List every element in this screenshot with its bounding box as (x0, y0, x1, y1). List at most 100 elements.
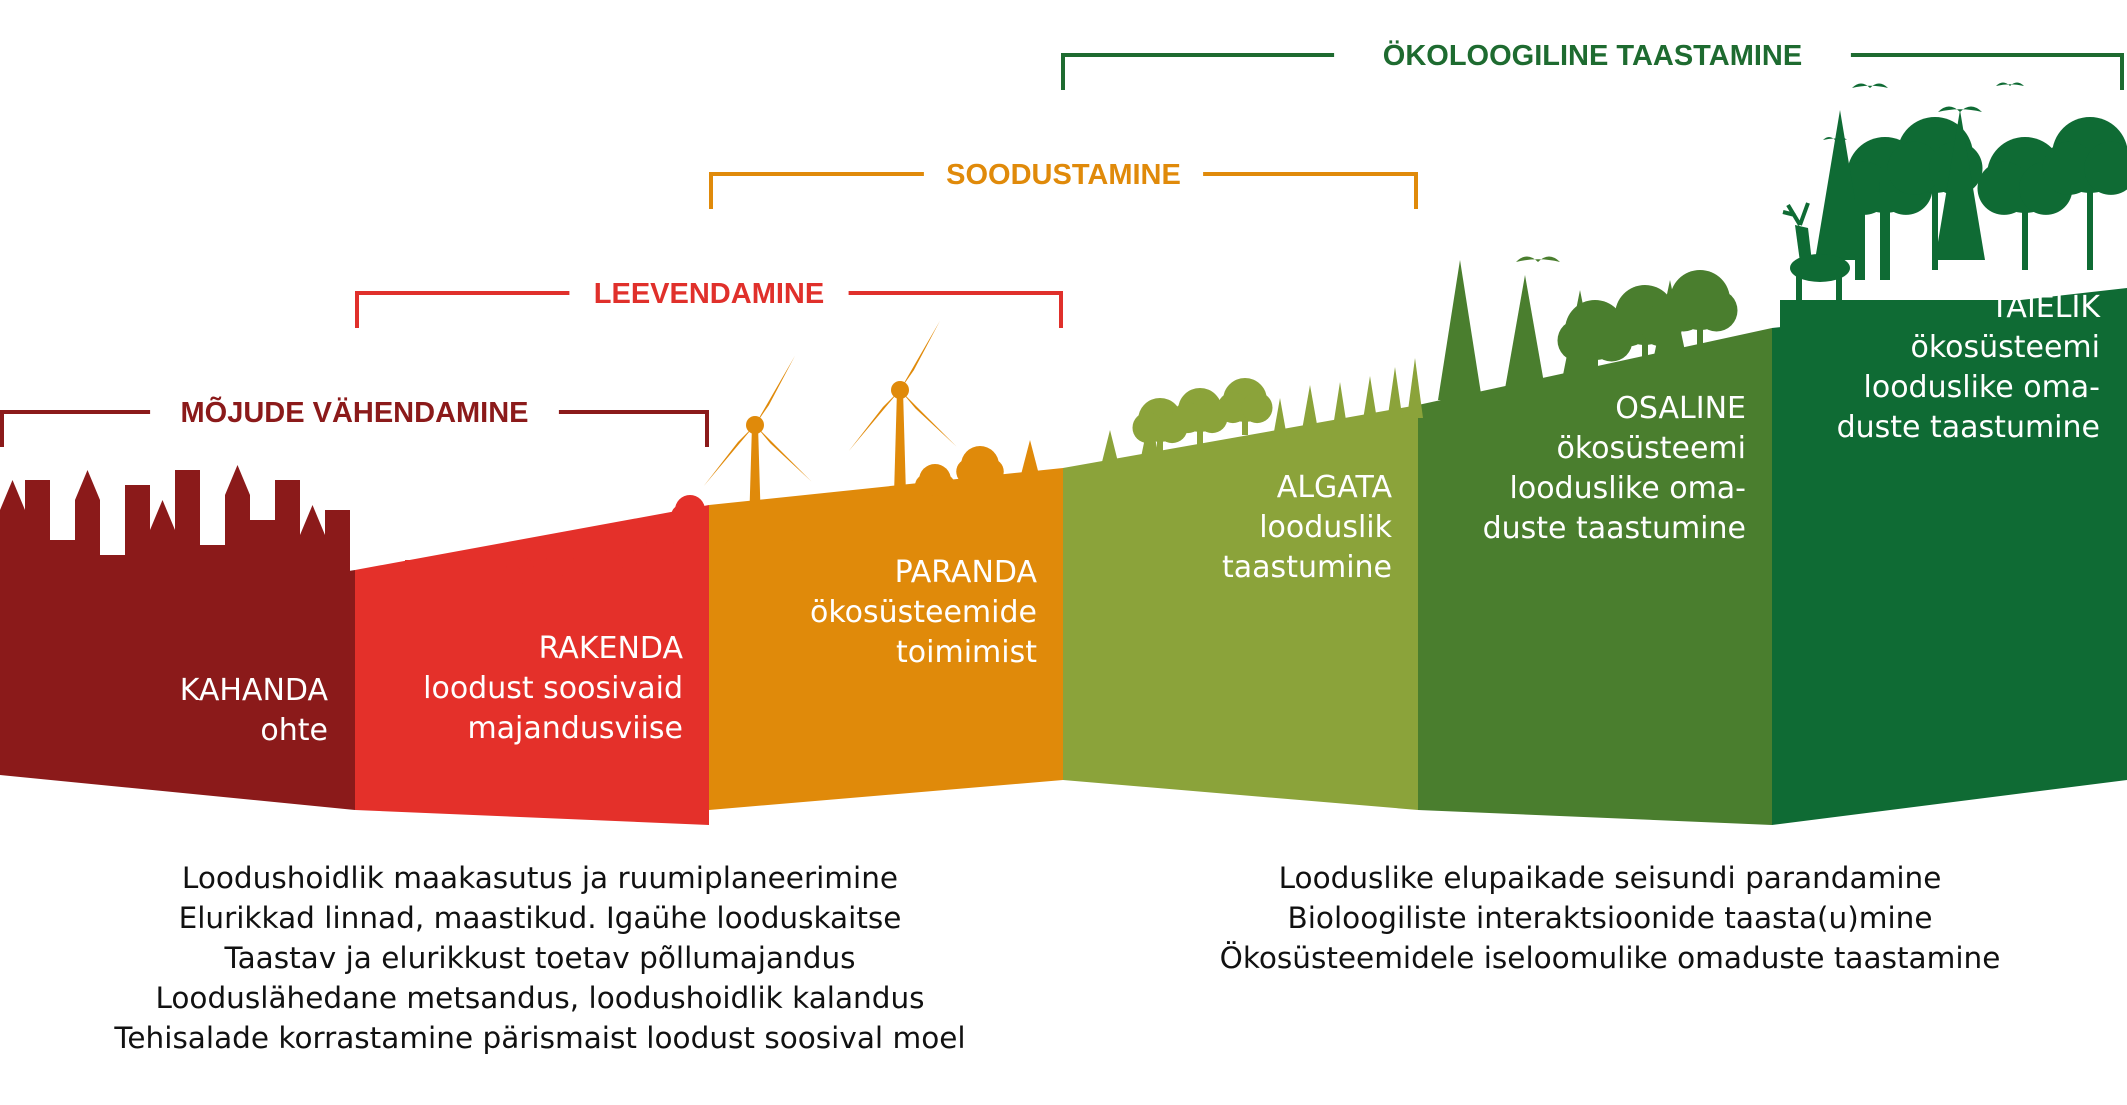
wind-turbine-icon (848, 320, 957, 530)
stage-label-line: ökosüsteemi (1910, 330, 2100, 365)
tree-icon (915, 464, 955, 505)
city-skyline-icon (0, 465, 350, 640)
pine-tree-icon (1815, 110, 1865, 260)
stage-label-line: duste taastumine (1483, 511, 1746, 546)
pine-tree-icon (1651, 280, 1689, 370)
town-skyline-icon (365, 545, 665, 630)
tree-trunk-icon (1880, 170, 1890, 280)
stage-label-line: majandusviise (467, 711, 683, 746)
stage-label-line: taastumine (1222, 550, 1392, 585)
tree-icon (642, 532, 678, 571)
footer-right-list: Looduslike elupaikade seisundi parandami… (1110, 858, 2110, 978)
bracket-label: MÕJUDE VÄHENDAMINE (180, 395, 528, 429)
deer-icon (1782, 202, 1850, 300)
strategy-brackets: MÕJUDE VÄHENDAMINE LEEVENDAMINE SOODUSTAMI… (0, 39, 2124, 447)
footer-right-item: Bioloogiliste interaktsioonide taasta(u)… (1287, 901, 1933, 935)
tree-icon (1172, 388, 1228, 445)
bracket-line-right (1850, 53, 2124, 90)
bracket-label: ÖKOLOOGILINE TAASTAMINE (1383, 39, 1802, 72)
footer-left-item: Taastav ja elurikkust toetav põllumajand… (224, 941, 856, 975)
stage-label-line: ökosüsteemi (1556, 431, 1746, 466)
bracket-label: LEEVENDAMINE (594, 278, 824, 310)
stage-panel (709, 468, 1063, 810)
pine-tree-icon (1438, 260, 1482, 400)
footer-left-item: Elurikkad linnad, maastikud. Igaühe lood… (178, 901, 902, 935)
pine-tree-icon (1503, 275, 1547, 400)
landscape-silhouettes (0, 82, 2127, 640)
house-icon (840, 520, 880, 545)
bird-icon (1996, 82, 2024, 86)
stage-panel (1418, 328, 1772, 825)
pine-tree-icon (1935, 110, 1985, 260)
stage-label-line: KAHANDA (180, 673, 329, 708)
footer-left-item: Loodushoidlik maakasutus ja ruumiplaneer… (181, 861, 899, 895)
strategy-bracket: LEEVENDAMINE (355, 278, 1063, 328)
pine-tree-icon (1407, 358, 1423, 418)
tree-trunk-icon (1855, 170, 1865, 280)
stage-label-line: RAKENDA (539, 631, 684, 666)
footer-left-list: Loodushoidlik maakasutus ja ruumiplaneer… (40, 858, 1040, 1058)
tree-icon (671, 495, 709, 540)
bird-icon (1823, 137, 1847, 140)
stage-panel (1772, 288, 2127, 825)
stage-label-line: toimimist (896, 635, 1037, 670)
bird-icon (1516, 256, 1560, 262)
footer-right-item: Looduslike elupaikade seisundi parandami… (1278, 861, 1942, 895)
footer-left-item: Looduslähedane metsandus, loodushoidlik … (155, 981, 925, 1015)
bird-icon (1852, 83, 1888, 88)
bracket-line-right (1203, 172, 1418, 209)
stage-label: KAHANDA ohte (180, 673, 329, 748)
bracket-line-left (355, 291, 570, 328)
bracket-line-left (1061, 53, 1335, 90)
stage-panels (0, 288, 2127, 825)
pine-tree-icon (1387, 367, 1403, 422)
pine-tree-icon (1270, 398, 1290, 454)
strategy-bracket: ÖKOLOOGILINE TAASTAMINE (1061, 39, 2124, 90)
wind-turbine-icon (703, 355, 812, 560)
bracket-line-left (0, 410, 151, 447)
footer-right-item: Ökosüsteemidele iseloomulike omaduste ta… (1219, 941, 2001, 975)
bird-icon (1938, 106, 1982, 112)
bracket-line-right (558, 410, 709, 447)
tree-icon (710, 509, 750, 545)
tree-icon (775, 509, 815, 545)
stage-label-line: looduslike oma- (1510, 471, 1746, 506)
stage-label-line: TÄIELIK (1989, 289, 2101, 325)
tree-icon (502, 556, 538, 595)
bracket-line-right (848, 291, 1063, 328)
footer-left-item: Tehisalade korrastamine pärismaist loodu… (114, 1021, 966, 1055)
tree-icon (1132, 398, 1188, 455)
stage-label-line: OSALINE (1615, 391, 1746, 426)
tree-icon (542, 548, 578, 587)
stage-panel (1063, 405, 1418, 810)
stage-label-line: PARANDA (895, 555, 1038, 590)
house-icon (830, 495, 890, 520)
stage-label-line: ohte (260, 713, 328, 748)
stage-label-line: ALGATA (1277, 470, 1393, 505)
stage-label: OSALINE ökosüsteemi looduslike oma-duste t… (1483, 391, 1746, 546)
pine-tree-icon (1017, 440, 1043, 490)
tree-icon (1217, 378, 1273, 435)
tree-icon (2042, 117, 2127, 270)
tree-icon (602, 540, 638, 579)
tree-icon (1977, 137, 2073, 270)
forest-ground (1780, 300, 2120, 330)
bracket-line-left (709, 172, 924, 209)
pine-tree-icon (1302, 385, 1318, 430)
pine-tree-icon (1100, 430, 1120, 470)
bracket-label: SOODUSTAMINE (946, 159, 1181, 191)
stage-label: ALGATA looduslik taastumine (1222, 470, 1393, 585)
stage-label-line: ökosüsteemide (810, 595, 1037, 630)
stage-panel (355, 505, 709, 825)
stage-label-line: duste taastumine (1837, 410, 2100, 445)
pine-tree-icon (1330, 382, 1350, 446)
stage-label-line: looduslik (1259, 510, 1392, 545)
strategy-bracket: MÕJUDE VÄHENDAMINE (0, 395, 709, 447)
stage-label: PARANDA ökosüsteemide toimimist (810, 555, 1038, 670)
tree-icon (956, 446, 1004, 495)
